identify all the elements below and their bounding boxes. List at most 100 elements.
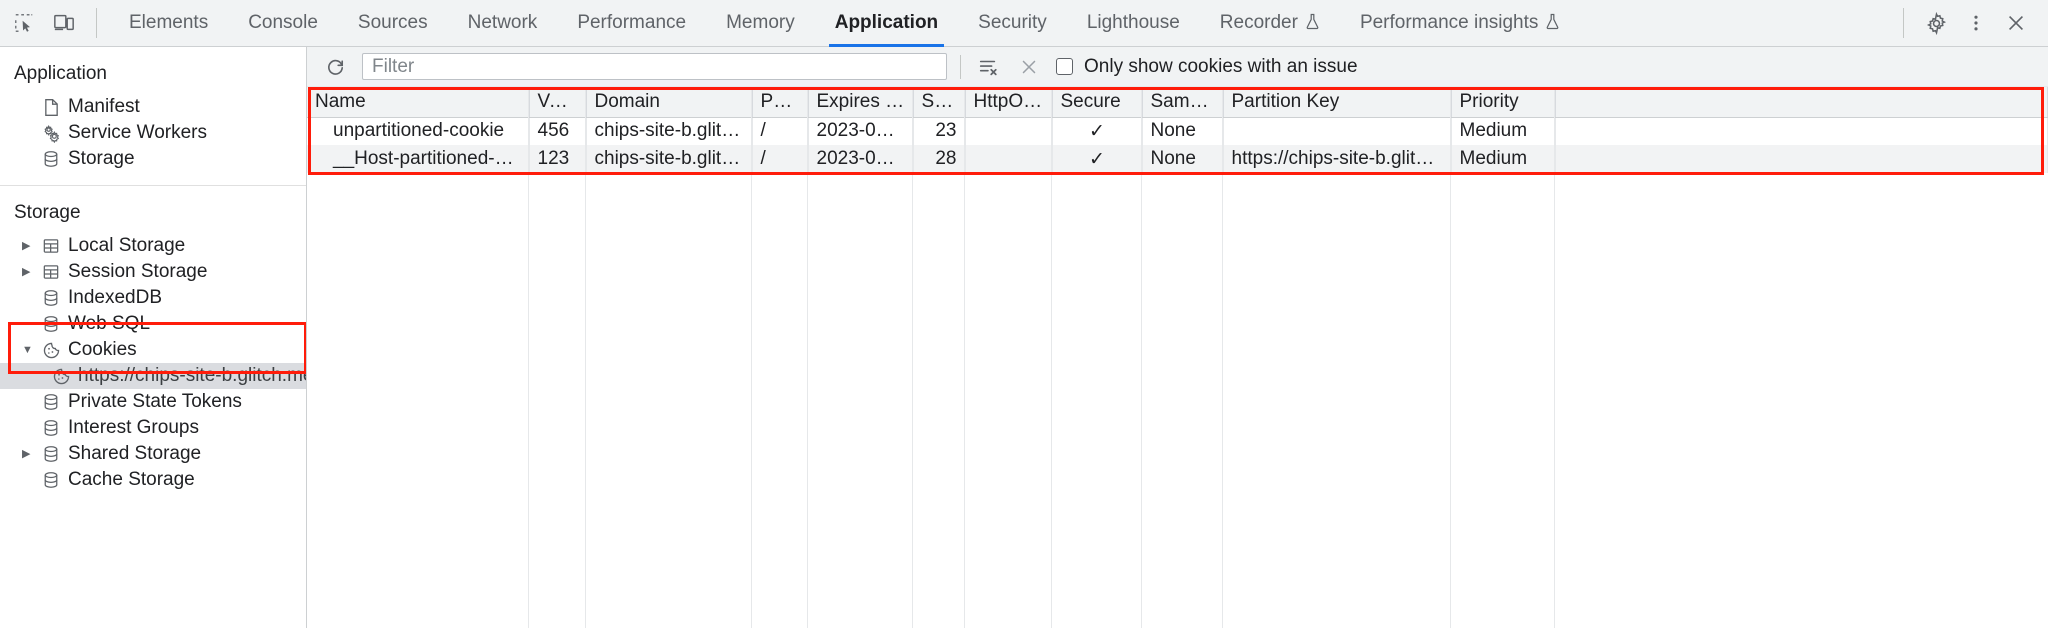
- cell-httponly: [965, 117, 1053, 145]
- cell-httponly: [965, 145, 1053, 173]
- sidebar-item-label: Storage: [68, 148, 135, 169]
- close-icon[interactable]: [1996, 3, 2036, 43]
- tab-application[interactable]: Application: [815, 0, 958, 47]
- devtools-tabbar: Elements Console Sources Network Perform…: [0, 0, 2048, 47]
- column-header-priority[interactable]: Priority: [1451, 87, 1556, 118]
- more-vertical-icon[interactable]: [1956, 3, 1996, 43]
- tab-console[interactable]: Console: [228, 0, 338, 47]
- tab-label: Memory: [726, 12, 795, 33]
- database-icon: [38, 419, 64, 437]
- filter-placeholder: Filter: [372, 55, 415, 77]
- column-header-expires[interactable]: Expires / M…: [808, 87, 914, 118]
- column-header-partition-key[interactable]: Partition Key: [1223, 87, 1452, 118]
- column-header-domain[interactable]: Domain: [586, 87, 753, 118]
- chevron-right-icon[interactable]: ▶: [22, 265, 31, 278]
- database-icon: [38, 150, 64, 168]
- twisty-placeholder: ▶: [22, 475, 38, 486]
- twisty-placeholder: ▶: [22, 293, 38, 304]
- tab-elements[interactable]: Elements: [109, 0, 228, 47]
- chevron-right-icon[interactable]: ▶: [22, 239, 31, 252]
- sidebar-item-manifest[interactable]: ▶ Manifest: [0, 94, 306, 120]
- sidebar-item-label: Session Storage: [68, 261, 208, 282]
- cell-priority: Medium: [1451, 145, 1556, 173]
- toolbar-divider: [96, 8, 97, 38]
- cell-size: 23: [913, 117, 966, 145]
- application-sidebar: Application ▶ Manifest ▶: [0, 47, 307, 628]
- tab-label: Sources: [357, 12, 428, 33]
- sidebar-item-cookies[interactable]: ▼ Cookies: [0, 337, 306, 363]
- table-row[interactable]: __Host-partitioned-cookie 123 chips-site…: [307, 145, 2048, 173]
- sidebar-item-local-storage[interactable]: ▶ Local Storage: [0, 233, 306, 259]
- checkbox-box[interactable]: [1056, 58, 1073, 75]
- sidebar-item-label: Cookies: [68, 339, 137, 360]
- cell-expires: 2023-07-07…: [808, 145, 914, 173]
- cell-value: 456: [529, 117, 587, 145]
- cell-size: 28: [913, 145, 966, 173]
- tab-label: Lighthouse: [1086, 12, 1180, 33]
- sidebar-item-private-state-tokens[interactable]: ▶ Private State Tokens: [0, 389, 306, 415]
- clear-filtered-cookies-icon[interactable]: [1015, 53, 1043, 81]
- table-row[interactable]: unpartitioned-cookie 456 chips-site-b.gl…: [307, 117, 2048, 145]
- table-icon: [38, 237, 64, 255]
- tab-memory[interactable]: Memory: [706, 0, 815, 47]
- device-toolbar-icon[interactable]: [44, 3, 84, 43]
- refresh-icon[interactable]: [321, 53, 349, 81]
- column-header-httponly[interactable]: HttpOnly: [965, 87, 1053, 118]
- column-header-value[interactable]: Value: [529, 87, 587, 118]
- sidebar-item-label: Service Workers: [68, 122, 208, 143]
- cell-path: /: [752, 117, 809, 145]
- column-header-samesite[interactable]: SameSite: [1142, 87, 1224, 118]
- sidebar-item-web-sql[interactable]: ▶ Web SQL: [0, 311, 306, 337]
- clear-all-cookies-icon[interactable]: [974, 53, 1002, 81]
- tab-security[interactable]: Security: [958, 0, 1067, 47]
- sidebar-section-title: Storage: [14, 202, 81, 223]
- column-header-name[interactable]: Name: [307, 87, 530, 118]
- column-header-secure[interactable]: Secure: [1052, 87, 1143, 118]
- tab-sources[interactable]: Sources: [338, 0, 448, 47]
- tab-performance-insights[interactable]: Performance insights: [1340, 0, 1580, 47]
- sidebar-item-interest-groups[interactable]: ▶ Interest Groups: [0, 415, 306, 441]
- chevron-down-icon[interactable]: ▼: [22, 343, 33, 356]
- cell-partition-key: [1223, 117, 1452, 145]
- tab-performance[interactable]: Performance: [557, 0, 706, 47]
- toolbar-divider: [1903, 8, 1904, 38]
- tab-label: Recorder: [1219, 12, 1298, 33]
- sidebar-item-label: https://chips-site-b.glitch.me: [78, 365, 307, 386]
- experiment-flask-icon: [1305, 13, 1320, 34]
- database-icon: [38, 393, 64, 411]
- column-header-size[interactable]: Size: [913, 87, 966, 118]
- sidebar-item-label: Web SQL: [68, 313, 151, 334]
- sidebar-item-shared-storage[interactable]: ▶ Shared Storage: [0, 441, 306, 467]
- filter-input[interactable]: Filter: [362, 53, 947, 80]
- tab-recorder[interactable]: Recorder: [1200, 0, 1340, 47]
- only-show-issues-checkbox[interactable]: Only show cookies with an issue: [1056, 56, 1358, 78]
- tab-lighthouse[interactable]: Lighthouse: [1067, 0, 1200, 47]
- gear-icon[interactable]: [1916, 3, 1956, 43]
- cookie-icon: [48, 367, 74, 386]
- sidebar-item-indexeddb[interactable]: ▶ IndexedDB: [0, 285, 306, 311]
- toolbar-right-actions: [1891, 3, 2044, 43]
- cell-secure: ✓: [1052, 117, 1143, 145]
- database-icon: [38, 445, 64, 463]
- sidebar-item-session-storage[interactable]: ▶ Session Storage: [0, 259, 306, 285]
- sidebar-item-cache-storage[interactable]: ▶ Cache Storage: [0, 467, 306, 493]
- tab-label: Performance: [577, 12, 687, 33]
- sidebar-item-service-workers[interactable]: ▶ Service Workers: [0, 120, 306, 146]
- sidebar-item-cookie-origin[interactable]: https://chips-site-b.glitch.me: [0, 363, 306, 389]
- column-header-path[interactable]: Path: [752, 87, 809, 118]
- cell-name: unpartitioned-cookie: [307, 117, 530, 145]
- cell-samesite: None: [1142, 145, 1224, 173]
- sidebar-item-label: Cache Storage: [68, 469, 195, 490]
- database-icon: [38, 289, 64, 307]
- inspect-element-icon[interactable]: [4, 3, 44, 43]
- sidebar-section-title: Application: [14, 63, 107, 84]
- cell-priority: Medium: [1451, 117, 1556, 145]
- tab-network[interactable]: Network: [448, 0, 558, 47]
- tab-label: Security: [978, 12, 1047, 33]
- sidebar-item-storage[interactable]: ▶ Storage: [0, 146, 306, 172]
- twisty-placeholder: ▶: [22, 102, 38, 113]
- sidebar-item-label: Private State Tokens: [68, 391, 242, 412]
- cookies-table: Name Value Domain Path Expires / M… Size…: [307, 87, 2048, 173]
- chevron-right-icon[interactable]: ▶: [22, 447, 31, 460]
